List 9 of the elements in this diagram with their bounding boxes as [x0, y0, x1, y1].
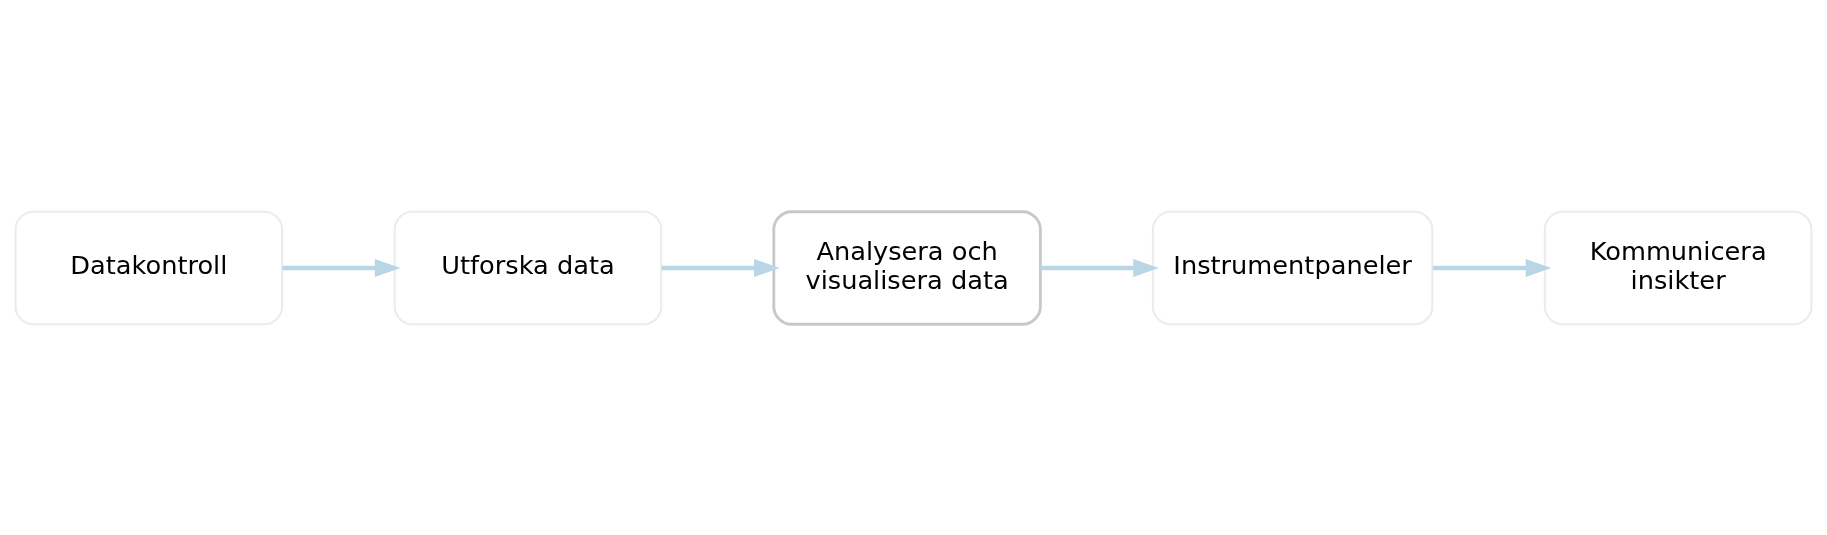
arrow [1432, 258, 1552, 277]
node-box: Datakontroll [14, 210, 284, 325]
node-box: Kommunicera insikter [1543, 210, 1813, 325]
node-box: Utforska data [393, 210, 663, 325]
arrow [661, 258, 780, 277]
node-box: Analysera och visualisera data [772, 209, 1042, 326]
arrow [1040, 258, 1159, 277]
node-box: Instrumentpaneler [1151, 210, 1434, 325]
arrow [282, 258, 401, 277]
